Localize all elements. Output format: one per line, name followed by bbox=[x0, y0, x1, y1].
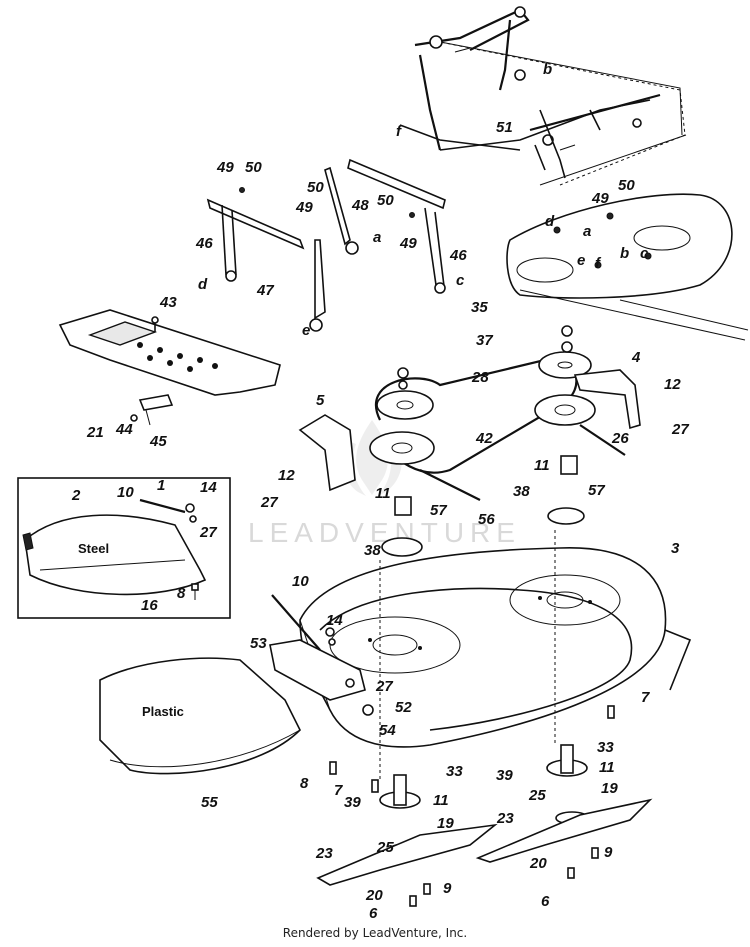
callout-a-right: a bbox=[583, 223, 591, 240]
callout-20-l: 20 bbox=[365, 887, 383, 904]
callout-3: 3 bbox=[671, 540, 680, 557]
callout-11-br: 11 bbox=[599, 759, 615, 776]
lift-links bbox=[206, 158, 446, 332]
lift-linkage-assembly bbox=[399, 6, 687, 186]
callout-33-l: 33 bbox=[446, 763, 463, 780]
callout-c-right: c bbox=[640, 245, 649, 262]
callout-33-r: 33 bbox=[597, 739, 614, 756]
callout-38-r: 38 bbox=[513, 483, 530, 500]
foot-shield bbox=[58, 309, 281, 426]
callout-25-l: 25 bbox=[376, 839, 394, 856]
callout-50-m2: 50 bbox=[377, 192, 394, 209]
callout-27-r: 27 bbox=[671, 421, 689, 438]
callout-50-m: 50 bbox=[307, 179, 324, 196]
callout-54: 54 bbox=[379, 722, 396, 739]
callout-b-right: b bbox=[620, 245, 629, 262]
callout-14: 14 bbox=[326, 612, 343, 629]
callout-11-l: 11 bbox=[375, 485, 391, 502]
callout-51: 51 bbox=[496, 119, 513, 136]
callout-e-right: e bbox=[577, 252, 585, 269]
steel-label: Steel bbox=[78, 541, 109, 556]
callout-49-m: 49 bbox=[295, 199, 313, 216]
callout-23-r: 23 bbox=[496, 810, 514, 827]
callout-21: 21 bbox=[86, 424, 104, 441]
callout-a-left: a bbox=[373, 229, 381, 246]
callout-7-l: 7 bbox=[334, 782, 343, 799]
footer-credit: Rendered by LeadVenture, Inc. bbox=[282, 926, 468, 940]
callout-f-right: f bbox=[595, 255, 602, 272]
callout-6-l: 6 bbox=[369, 905, 378, 922]
callout-c-left: c bbox=[456, 272, 465, 289]
steel-chute-inset bbox=[17, 477, 231, 619]
plastic-chute bbox=[99, 594, 374, 775]
callout-56: 56 bbox=[478, 511, 495, 528]
callout-37: 37 bbox=[476, 332, 493, 349]
callout-49-l: 49 bbox=[216, 159, 234, 176]
callout-f-top: f bbox=[396, 123, 403, 140]
callout-49-r: 49 bbox=[591, 190, 609, 207]
callout-27-l: 27 bbox=[260, 494, 278, 511]
watermark-text: LEADVENTURE bbox=[248, 517, 521, 548]
callout-27-inset: 27 bbox=[199, 524, 217, 541]
callout-43: 43 bbox=[159, 294, 177, 311]
callout-e-left: e bbox=[302, 322, 310, 339]
callout-10: 10 bbox=[292, 573, 309, 590]
callout-25-r: 25 bbox=[528, 787, 546, 804]
callout-12-r: 12 bbox=[664, 376, 681, 393]
callout-16: 16 bbox=[141, 597, 158, 614]
callout-20-r: 20 bbox=[529, 855, 547, 872]
callout-47: 47 bbox=[256, 282, 274, 299]
spindles-and-blades bbox=[316, 530, 653, 907]
callout-d-left: d bbox=[198, 276, 208, 293]
plastic-label: Plastic bbox=[142, 704, 184, 719]
callout-11-bl: 11 bbox=[433, 792, 449, 809]
callout-26: 26 bbox=[611, 430, 629, 447]
callout-53: 53 bbox=[250, 635, 267, 652]
callout-35: 35 bbox=[471, 299, 488, 316]
callout-49-m2: 49 bbox=[399, 235, 417, 252]
callout-57-r: 57 bbox=[588, 482, 605, 499]
callout-38-l: 38 bbox=[364, 542, 381, 559]
deck-partial-view bbox=[506, 193, 749, 341]
callout-8-inset: 8 bbox=[177, 585, 186, 602]
callout-23-l: 23 bbox=[315, 845, 333, 862]
callout-19-l: 19 bbox=[437, 815, 454, 832]
callout-46-l: 46 bbox=[195, 235, 213, 252]
belt-and-pulleys bbox=[298, 325, 641, 557]
callout-9-r: 9 bbox=[604, 844, 613, 861]
callout-27-b: 27 bbox=[375, 678, 393, 695]
callout-50-l: 50 bbox=[245, 159, 262, 176]
callout-28: 28 bbox=[471, 369, 489, 386]
callout-50-r: 50 bbox=[618, 177, 635, 194]
callout-6-r: 6 bbox=[541, 893, 550, 910]
main-deck bbox=[299, 547, 692, 748]
callout-2: 2 bbox=[71, 487, 81, 504]
callout-42: 42 bbox=[475, 430, 493, 447]
callout-4: 4 bbox=[631, 349, 641, 366]
callout-39-r: 39 bbox=[496, 767, 513, 784]
callout-45: 45 bbox=[149, 433, 167, 450]
callout-d-right: d bbox=[545, 213, 555, 230]
callout-14-inset: 14 bbox=[200, 479, 217, 496]
callout-12-l: 12 bbox=[278, 467, 295, 484]
callout-55: 55 bbox=[201, 794, 218, 811]
callout-10-inset: 10 bbox=[117, 484, 134, 501]
callout-19-r: 19 bbox=[601, 780, 618, 797]
callout-52: 52 bbox=[395, 699, 412, 716]
callout-7-r: 7 bbox=[641, 689, 650, 706]
callout-44: 44 bbox=[115, 421, 133, 438]
callout-9-l: 9 bbox=[443, 880, 452, 897]
callout-48: 48 bbox=[351, 197, 369, 214]
callout-11-r: 11 bbox=[534, 457, 550, 474]
callout-57-l: 57 bbox=[430, 502, 447, 519]
callout-46-r: 46 bbox=[449, 247, 467, 264]
callout-5: 5 bbox=[316, 392, 325, 409]
callout-39-l: 39 bbox=[344, 794, 361, 811]
callout-b-top: b bbox=[543, 61, 552, 78]
callout-1: 1 bbox=[157, 477, 165, 494]
callout-8: 8 bbox=[300, 775, 309, 792]
